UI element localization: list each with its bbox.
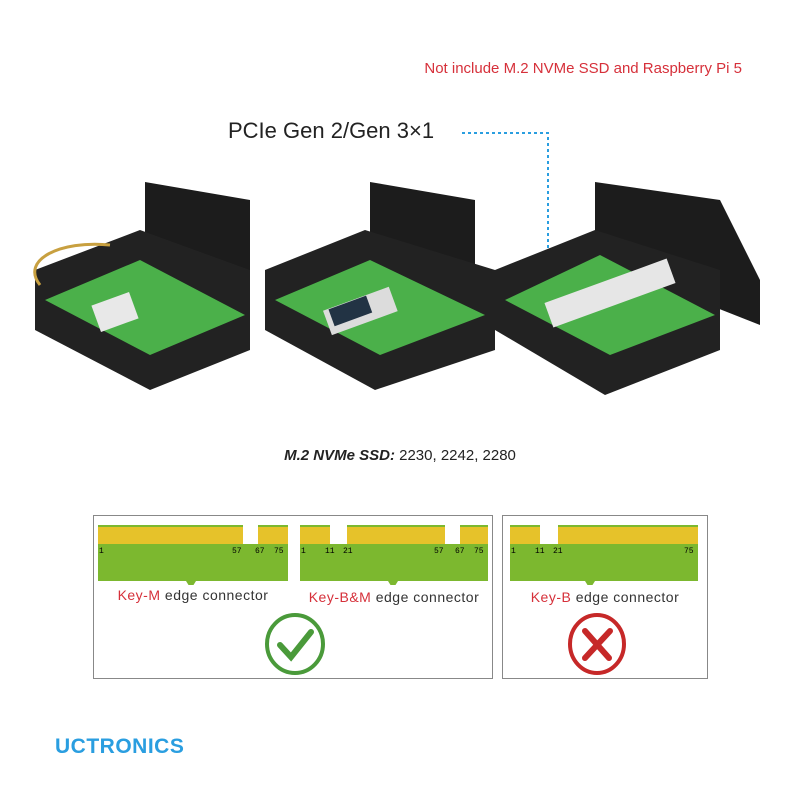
check-circle-icon — [265, 613, 325, 675]
key-bm-label: Key-B&M edge connector — [308, 589, 480, 605]
enclosure-2 — [265, 182, 495, 390]
x-circle-icon — [568, 613, 626, 675]
svg-text:11: 11 — [325, 547, 335, 556]
enclosure-3 — [495, 182, 760, 395]
svg-text:21: 21 — [343, 547, 353, 556]
pointer-line — [462, 132, 549, 300]
svg-text:67: 67 — [255, 547, 265, 556]
disclaimer-note: Not include M.2 NVMe SSD and Raspberry P… — [424, 60, 742, 77]
svg-text:67: 67 — [455, 547, 465, 556]
svg-text:1: 1 — [99, 547, 104, 556]
brand-logo: UCTRONICS — [55, 735, 185, 758]
svg-text:57: 57 — [232, 547, 242, 556]
product-photo — [33, 132, 760, 395]
svg-text:75: 75 — [474, 547, 484, 556]
key-bm-connector: 1 11 21 57 67 75 — [300, 525, 488, 585]
ssd-size-caption: M.2 NVMe SSD: 2230, 2242, 2280 — [284, 447, 516, 464]
svg-text:75: 75 — [274, 547, 284, 556]
key-b-connector: 1 11 21 75 — [510, 525, 698, 585]
svg-text:21: 21 — [553, 547, 563, 556]
svg-text:11: 11 — [535, 547, 545, 556]
interface-label: PCIe Gen 2/Gen 3×1 — [228, 118, 435, 143]
svg-text:57: 57 — [434, 547, 444, 556]
svg-text:1: 1 — [511, 547, 516, 556]
svg-text:75: 75 — [684, 547, 694, 556]
key-m-label: Key-M edge connector — [117, 587, 269, 603]
svg-text:1: 1 — [301, 547, 306, 556]
enclosure-1 — [33, 182, 250, 390]
key-m-connector: 1 57 67 75 — [98, 525, 288, 585]
key-b-label: Key-B edge connector — [530, 589, 680, 605]
